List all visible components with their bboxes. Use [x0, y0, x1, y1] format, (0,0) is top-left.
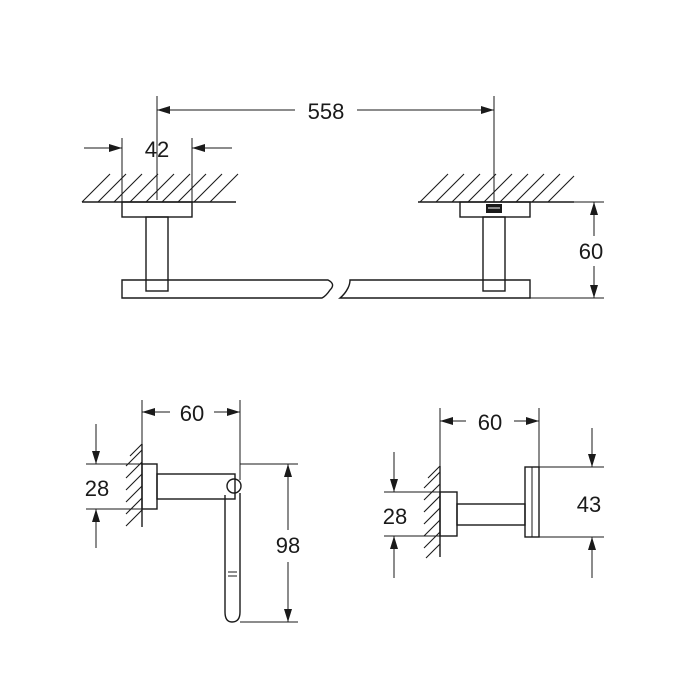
dim-98-paper-holder: 98 — [240, 463, 300, 623]
dim-28-paper-holder-label: 28 — [85, 476, 109, 501]
wall-hatch-left — [81, 173, 239, 203]
dim-60-hook: 60 — [439, 408, 540, 467]
wall-hatch-paper-holder — [125, 443, 143, 527]
hook-arm — [456, 503, 526, 526]
dim-28-hook-label: 28 — [383, 504, 407, 529]
hook-view: 60 28 43 — [383, 408, 604, 578]
hook-wall-plate — [439, 491, 458, 537]
dim-60-paper-holder: 60 — [141, 400, 241, 480]
paper-holder-wall-plate — [141, 463, 158, 510]
dim-558: 558 — [157, 99, 494, 124]
dim-43-hook-label: 43 — [577, 492, 601, 517]
paper-holder-view: 60 28 98 — [85, 400, 300, 623]
left-post — [145, 216, 169, 292]
dim-558-label: 558 — [308, 99, 345, 124]
dim-60-hook-label: 60 — [478, 410, 502, 435]
paper-holder-arm — [156, 473, 236, 500]
dim-28-hook: 28 — [383, 452, 440, 578]
dim-60-towel-bar-label: 60 — [579, 239, 603, 264]
dim-60-towel-bar: 60 — [530, 201, 604, 299]
dim-60-paper-holder-label: 60 — [180, 401, 204, 426]
dim-98-paper-holder-label: 98 — [276, 533, 300, 558]
wall-hatch-hook — [423, 465, 441, 559]
wall-hatch-right — [418, 173, 575, 203]
bar-left-segment — [121, 279, 334, 299]
paper-holder-pivot — [226, 478, 242, 494]
dim-42: 42 — [84, 137, 232, 202]
right-post — [482, 216, 506, 292]
paper-holder-rod — [224, 493, 241, 623]
dim-42-label: 42 — [145, 137, 169, 162]
left-wall-plate — [121, 201, 193, 218]
dim-28-paper-holder: 28 — [85, 424, 142, 548]
dim-43-hook: 43 — [539, 428, 604, 578]
towel-bar-view: 558 42 60 — [81, 96, 604, 299]
screw-detail — [486, 204, 502, 213]
bar-right-segment — [338, 279, 531, 299]
